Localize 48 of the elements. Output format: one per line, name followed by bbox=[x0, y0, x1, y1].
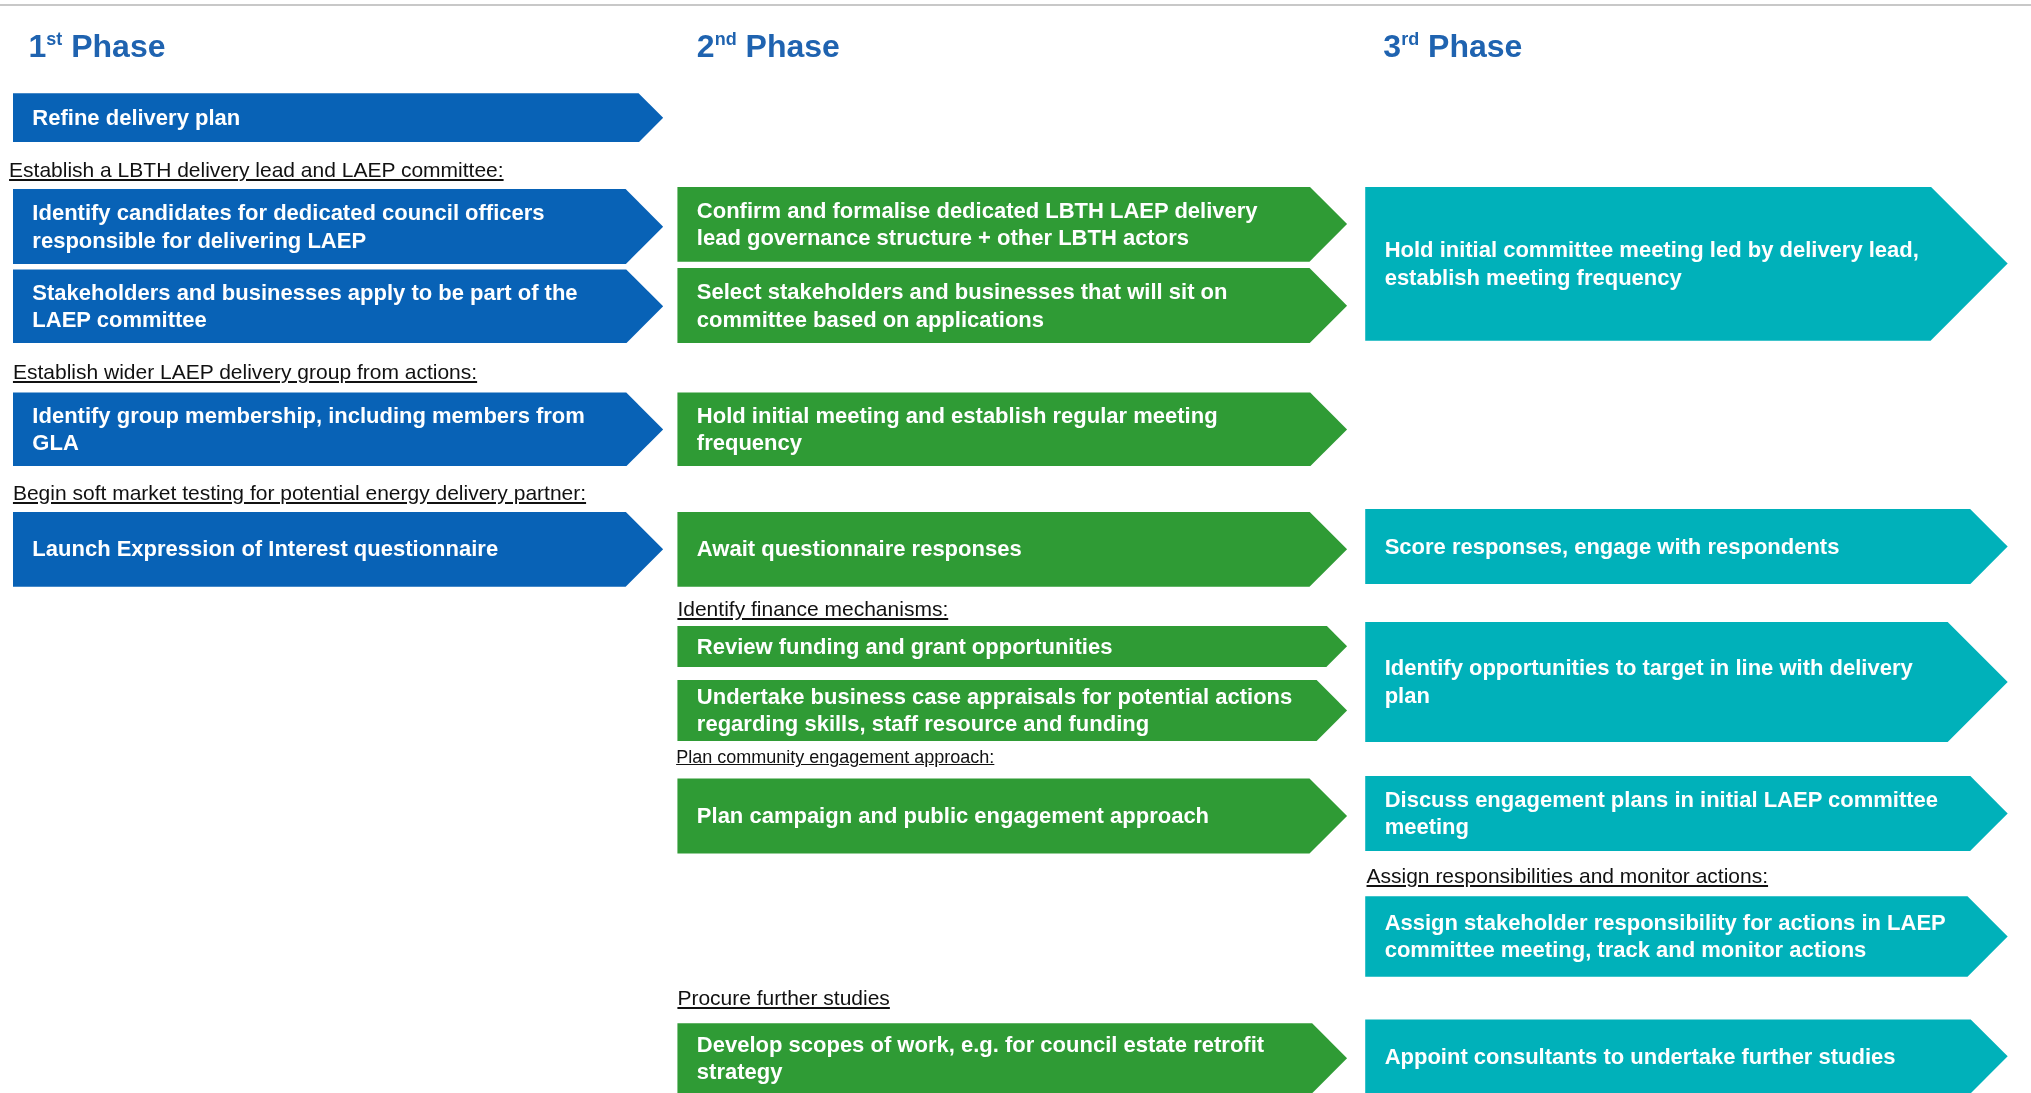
step-banner bbox=[1365, 186, 2008, 341]
section-heading: Assign responsibilities and monitor actions: bbox=[1366, 863, 1769, 888]
step-text: Identify opportunities to target in line with delivery plan bbox=[1384, 654, 1914, 710]
step-text: Identify group membership, including members from GLA bbox=[32, 401, 586, 457]
step-text: Stakeholders and businesses apply to be part of the LAEP committee bbox=[32, 278, 579, 334]
section-heading: Establish a LBTH delivery lead and LAEP committee: bbox=[9, 158, 504, 182]
step-text: Undertake business case appraisals for potential actions regarding skills, staff resource and funding bbox=[696, 682, 1294, 738]
step-banner bbox=[677, 778, 1348, 854]
step-text: Hold initial committee meeting led by delivery lead, establish meeting frequency bbox=[1384, 236, 1920, 292]
step-text: Plan campaign and public engagement approach bbox=[696, 802, 1210, 830]
step-banner bbox=[1365, 896, 2008, 977]
step-banner bbox=[1365, 509, 2008, 585]
step-banner bbox=[12, 93, 664, 143]
section-heading: Establish wider LAEP delivery group from actions: bbox=[12, 360, 478, 385]
step-banner bbox=[1365, 621, 2008, 743]
section-heading: Begin soft market testing for potential energy delivery partner: bbox=[12, 480, 587, 505]
step-banner bbox=[12, 392, 664, 467]
step-text: Score responses, engage with respondents bbox=[1384, 532, 1840, 561]
step-text: Await questionnaire responses bbox=[696, 535, 1022, 563]
step-text: Select stakeholders and businesses that will sit on committee based on applications bbox=[696, 278, 1229, 334]
phase-heading: 1$^{st}$ Phase bbox=[28, 28, 166, 66]
step-text: Develop scopes of work, e.g. for council estate retrofit strategy bbox=[696, 1030, 1266, 1086]
step-banner bbox=[12, 189, 664, 265]
phase-heading: 2$^{nd}$ Phase bbox=[696, 28, 840, 66]
step-banner bbox=[1365, 775, 2008, 851]
step-banner bbox=[677, 511, 1348, 587]
step-text: Assign stakeholder responsibility for actions in LAEP committee meeting, track and monitor actions bbox=[1384, 908, 1947, 964]
step-text: Hold initial meeting and establish regular meeting frequency bbox=[696, 401, 1219, 457]
step-text: Review funding and grant opportunities bbox=[696, 632, 1113, 661]
step-banner bbox=[677, 625, 1348, 668]
phase-heading: 3$^{rd}$ Phase bbox=[1383, 28, 1523, 66]
step-banner bbox=[677, 1023, 1348, 1093]
step-text: Refine delivery plan bbox=[32, 104, 241, 132]
step-text: Discuss engagement plans in initial LAEP committee meeting bbox=[1384, 785, 1940, 841]
step-banner bbox=[677, 392, 1348, 467]
step-text: Identify candidates for dedicated council officers responsible for delivering LAEP bbox=[32, 199, 546, 255]
step-banner bbox=[12, 511, 664, 587]
step-text: Appoint consultants to undertake further studies bbox=[1384, 1042, 1896, 1071]
step-text: Launch Expression of Interest questionnaire bbox=[32, 535, 499, 563]
section-heading: Procure further studies bbox=[677, 985, 890, 1010]
section-heading: Identify finance mechanisms: bbox=[677, 597, 949, 622]
step-banner bbox=[677, 186, 1348, 262]
section-heading: Plan community engagement approach: bbox=[676, 747, 995, 769]
step-banner bbox=[677, 680, 1348, 741]
step-banner bbox=[12, 269, 664, 344]
step-banner bbox=[677, 268, 1348, 344]
step-banner bbox=[1365, 1019, 2008, 1093]
step-text: Confirm and formalise dedicated LBTH LAEP delivery lead governance structure + other LBTH actors bbox=[696, 196, 1259, 252]
